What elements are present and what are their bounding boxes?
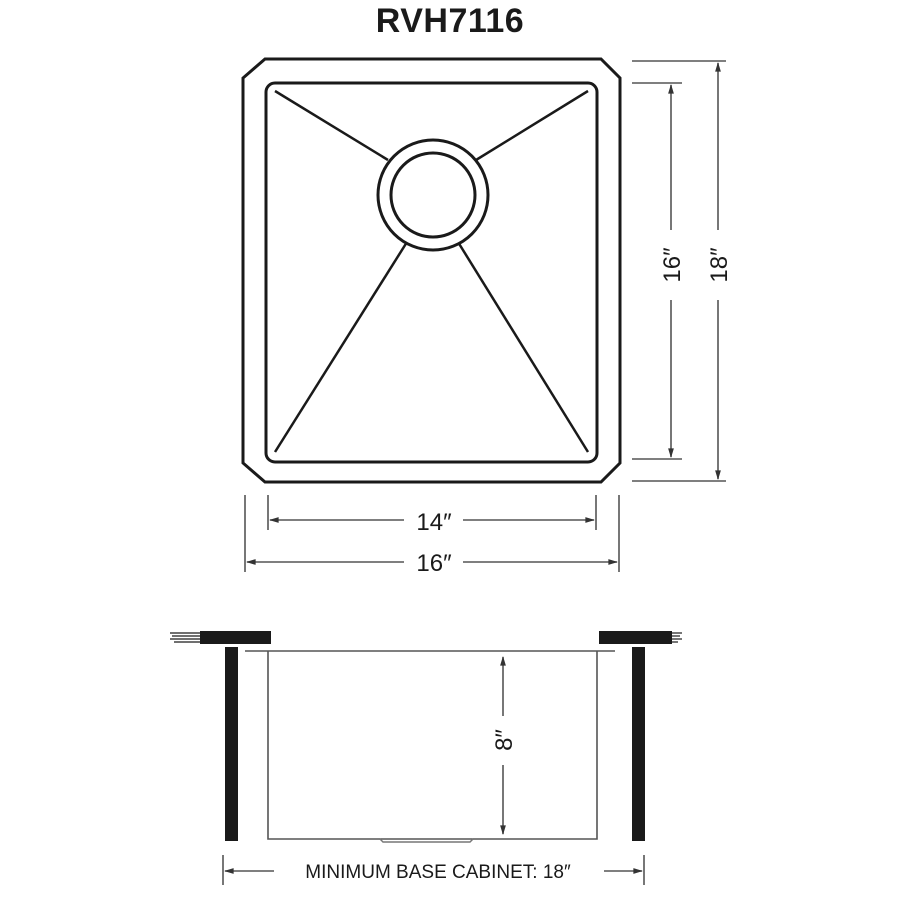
cabinet-wall-right [632,647,645,841]
inner-length-label: 16″ [659,247,686,283]
length-dimensions [632,60,726,482]
outer-length-label: 18″ [706,247,733,283]
drain-inner-ring [389,151,477,239]
cabinet-dimension [222,855,645,885]
minimum-cabinet-label: MINIMUM BASE CABINET: 18″ [305,862,571,883]
countertop-right [599,631,672,644]
depth-label: 8″ [491,729,518,751]
sink-body-profile [245,650,615,840]
cabinet-wall-left [225,647,238,841]
outer-width-label: 16″ [416,550,452,577]
model-title: RVH7116 [375,2,525,40]
width-dimensions [244,495,620,572]
outer-flange-outline [241,57,622,484]
inner-basin-outline [264,81,599,464]
top-view [241,57,622,484]
side-view [170,631,682,843]
inner-width-label: 14″ [416,509,452,536]
countertop-left [200,631,271,644]
